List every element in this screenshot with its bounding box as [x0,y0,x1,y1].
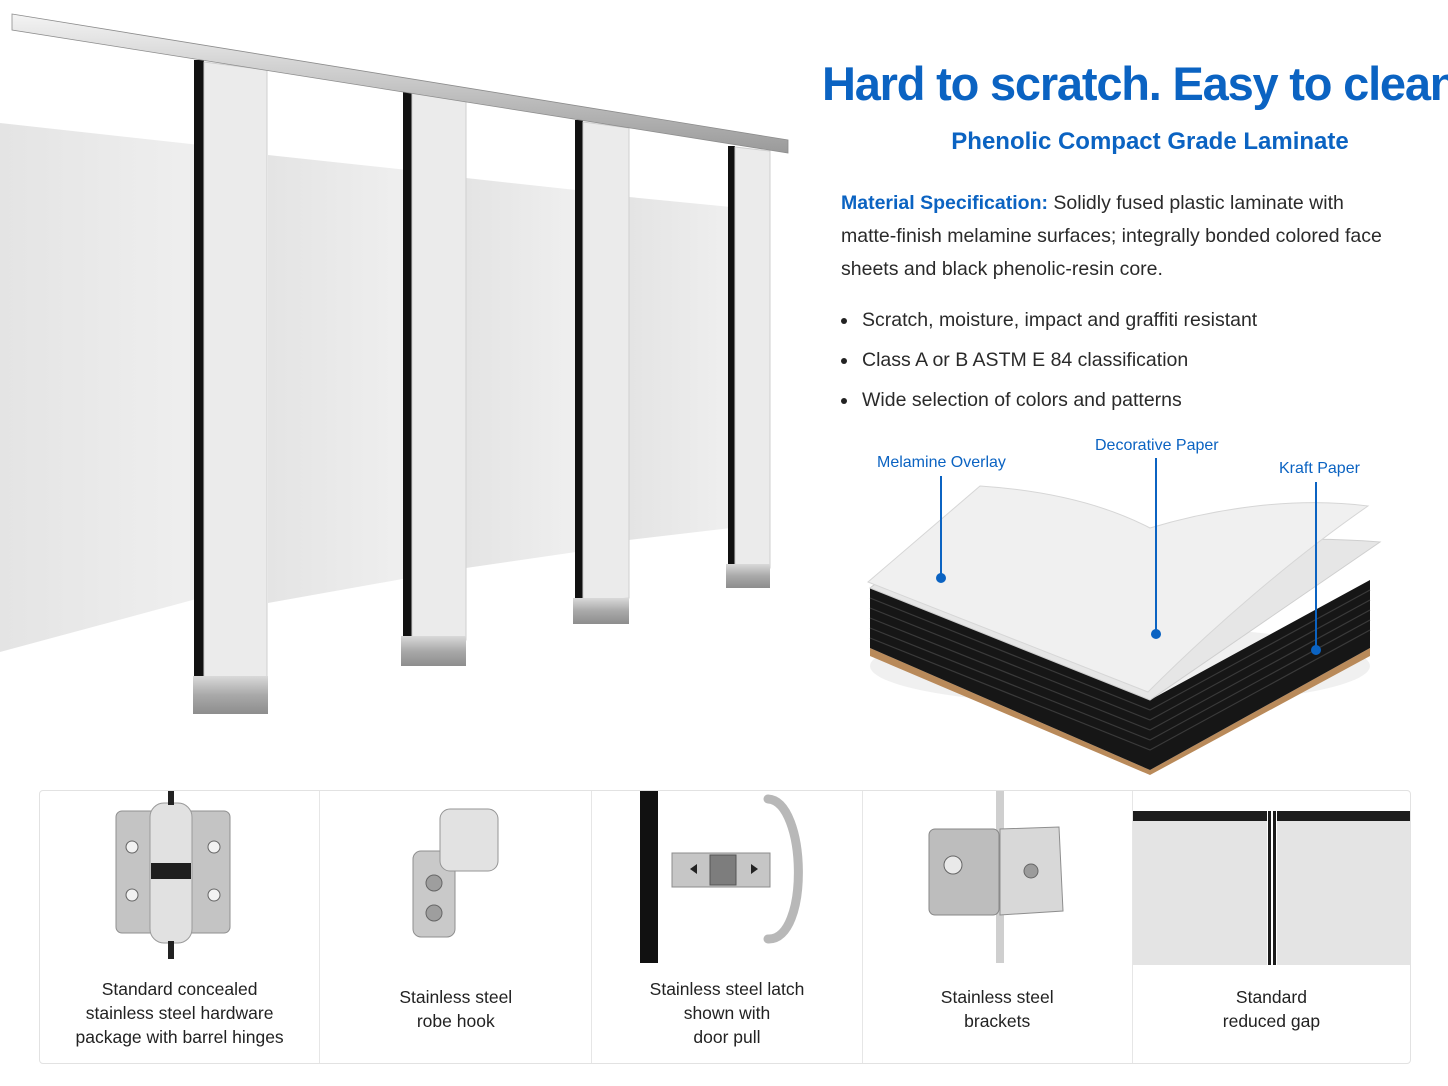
headrail [11,13,789,154]
hardware-feature-strip: Standard concealed stainless steel hardw… [39,790,1411,1064]
toilet-partitions-illustration [0,13,789,714]
specification-text: Solidly fused plastic laminate with matt… [841,192,1382,280]
bullet-item: Class A or B ASTM E 84 classification [841,340,1401,380]
hinge-caption: Standard concealed stainless steel hardw… [75,979,284,1047]
feature-latch: Stainless steel latch shown with door pu… [592,791,863,1063]
pilaster [203,61,268,684]
bracket-icon [928,791,1064,963]
decorative-paper-label: Decorative Paper [1095,437,1219,454]
headline: Hard to scratch. Easy to clean. [822,57,1448,110]
bullet-item: Wide selection of colors and patterns [841,380,1401,420]
pilaster-shoe [401,636,466,666]
laminate-layers-diagram: Melamine Overlay Decorative Paper Kraft … [850,430,1410,780]
feature-reduced-gap: Standard reduced gap [1132,791,1411,1063]
bullet-text: Wide selection of colors and patterns [862,389,1182,411]
bullet-item: Scratch, moisture, impact and graffiti r… [841,300,1401,340]
pilaster-shoe [726,564,770,588]
latch-door-pull-icon [640,791,804,963]
pilaster [411,91,467,644]
specification-label: Material Specification: [841,192,1048,214]
barrel-hinge-icon [115,791,231,959]
pilaster [582,121,630,603]
pilaster-shoe [193,676,268,714]
robe-hook-icon [412,808,499,938]
bullet-text: Scratch, moisture, impact and graffiti r… [862,309,1258,331]
laminate-stack-illustration [867,458,1382,775]
partition-door [268,155,408,603]
feature-hinge: Standard concealed stainless steel hardw… [40,791,321,1063]
bullet-icon [841,358,847,364]
pilaster-shoe [573,598,629,624]
kraft-paper-label: Kraft Paper [1279,460,1360,477]
partition-door [0,123,200,652]
robe-hook-caption: Stainless steel robe hook [399,987,513,1031]
bullet-icon [841,318,847,324]
partition-door [466,178,576,568]
melamine-overlay-label: Melamine Overlay [877,454,1006,471]
feature-bullet-list: Scratch, moisture, impact and graffiti r… [841,300,1401,420]
bullet-icon [841,398,847,404]
material-specification: Material Specification: Solidly fused pl… [841,187,1401,286]
bullet-text: Class A or B ASTM E 84 classification [862,349,1189,371]
feature-brackets: Stainless steel brackets [863,791,1133,1063]
brackets-caption: Stainless steel brackets [940,987,1054,1031]
reduced-gap-icon [1132,811,1411,965]
pilaster [734,146,771,571]
subheadline: Phenolic Compact Grade Laminate [951,128,1349,155]
feature-robe-hook: Stainless steel robe hook [320,791,593,1063]
reduced-gap-caption: Standard reduced gap [1222,987,1321,1031]
melamine-overlay [867,485,1370,693]
partition-door [629,197,731,540]
latch-caption: Stainless steel latch shown with door pu… [649,979,805,1047]
